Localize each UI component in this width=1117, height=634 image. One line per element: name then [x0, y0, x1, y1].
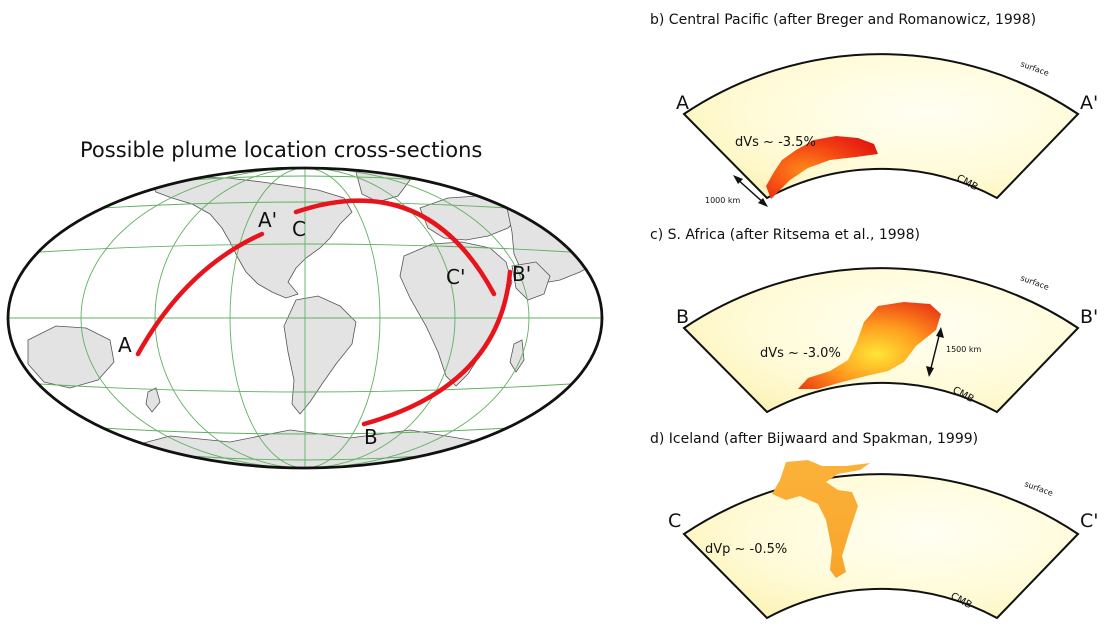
panel-d-anomaly-label: dVp ~ -0.5%: [705, 542, 787, 557]
map-border: [6, 166, 604, 470]
panel-b-left-label: A: [676, 92, 689, 114]
panel-c-arrow-head-top: [936, 327, 944, 338]
panel-d-surface-label: surface: [1023, 479, 1054, 498]
panel-c-right-label: B': [1080, 306, 1098, 328]
section-line-a: [135, 231, 265, 357]
section-line-b: [361, 269, 513, 427]
panel-d-right-label: C': [1080, 510, 1099, 532]
panel-c-arrow-head-bottom: [926, 366, 934, 377]
land-madagascar: [509, 339, 525, 373]
panel-b-scale-label: 1000 km: [705, 196, 741, 205]
section-line-c: [293, 198, 497, 297]
label-a-prime: A': [258, 208, 277, 232]
label-c: C: [292, 217, 306, 241]
panel-b-surface-label: surface: [1019, 59, 1050, 78]
label-b: B: [364, 425, 378, 449]
panel-c-anomaly-label: dVs ~ -3.0%: [760, 346, 841, 361]
panel-d-title: d) Iceland (after Bijwaard and Spakman, …: [650, 431, 978, 447]
panel-c-anomaly: [798, 302, 941, 389]
panel-b-right-label: A': [1080, 92, 1098, 114]
panel-c: c) S. Africa (after Ritsema et al., 1998…: [650, 227, 1098, 414]
panel-b-scale-arrow: [735, 177, 766, 205]
panel-b-anomaly-label: dVs ~ -3.5%: [735, 135, 816, 150]
label-b-prime: B': [512, 262, 531, 286]
land-australia: [27, 325, 115, 389]
panel-c-scale-label: 1500 km: [946, 345, 982, 354]
panel-b-arrow-head-top: [733, 175, 743, 184]
panel-b-anomaly: [766, 136, 878, 199]
panel-c-left-label: B: [676, 306, 689, 328]
label-c-prime: C': [446, 265, 465, 289]
graticule: [8, 168, 602, 468]
land-south-america: [283, 295, 357, 415]
panel-c-scale-arrow: [929, 331, 941, 373]
label-a: A: [118, 333, 132, 357]
panel-d-anomaly: [772, 460, 870, 578]
panel-b-mantle: [682, 53, 1080, 200]
land-new-zealand: [145, 387, 161, 413]
land-arabia: [511, 261, 551, 301]
panel-c-surface-label: surface: [1019, 273, 1050, 292]
panel-b-title: b) Central Pacific (after Breger and Rom…: [650, 12, 1036, 28]
panel-d: d) Iceland (after Bijwaard and Spakman, …: [650, 431, 1099, 620]
map-title: Possible plume location cross-sections: [80, 138, 482, 162]
panel-b: b) Central Pacific (after Breger and Rom…: [650, 12, 1098, 207]
panel-b-arrow-head-bottom: [758, 198, 768, 207]
panel-c-title: c) S. Africa (after Ritsema et al., 1998…: [650, 227, 920, 243]
panel-d-left-label: C: [668, 510, 681, 532]
world-map: [6, 166, 604, 470]
